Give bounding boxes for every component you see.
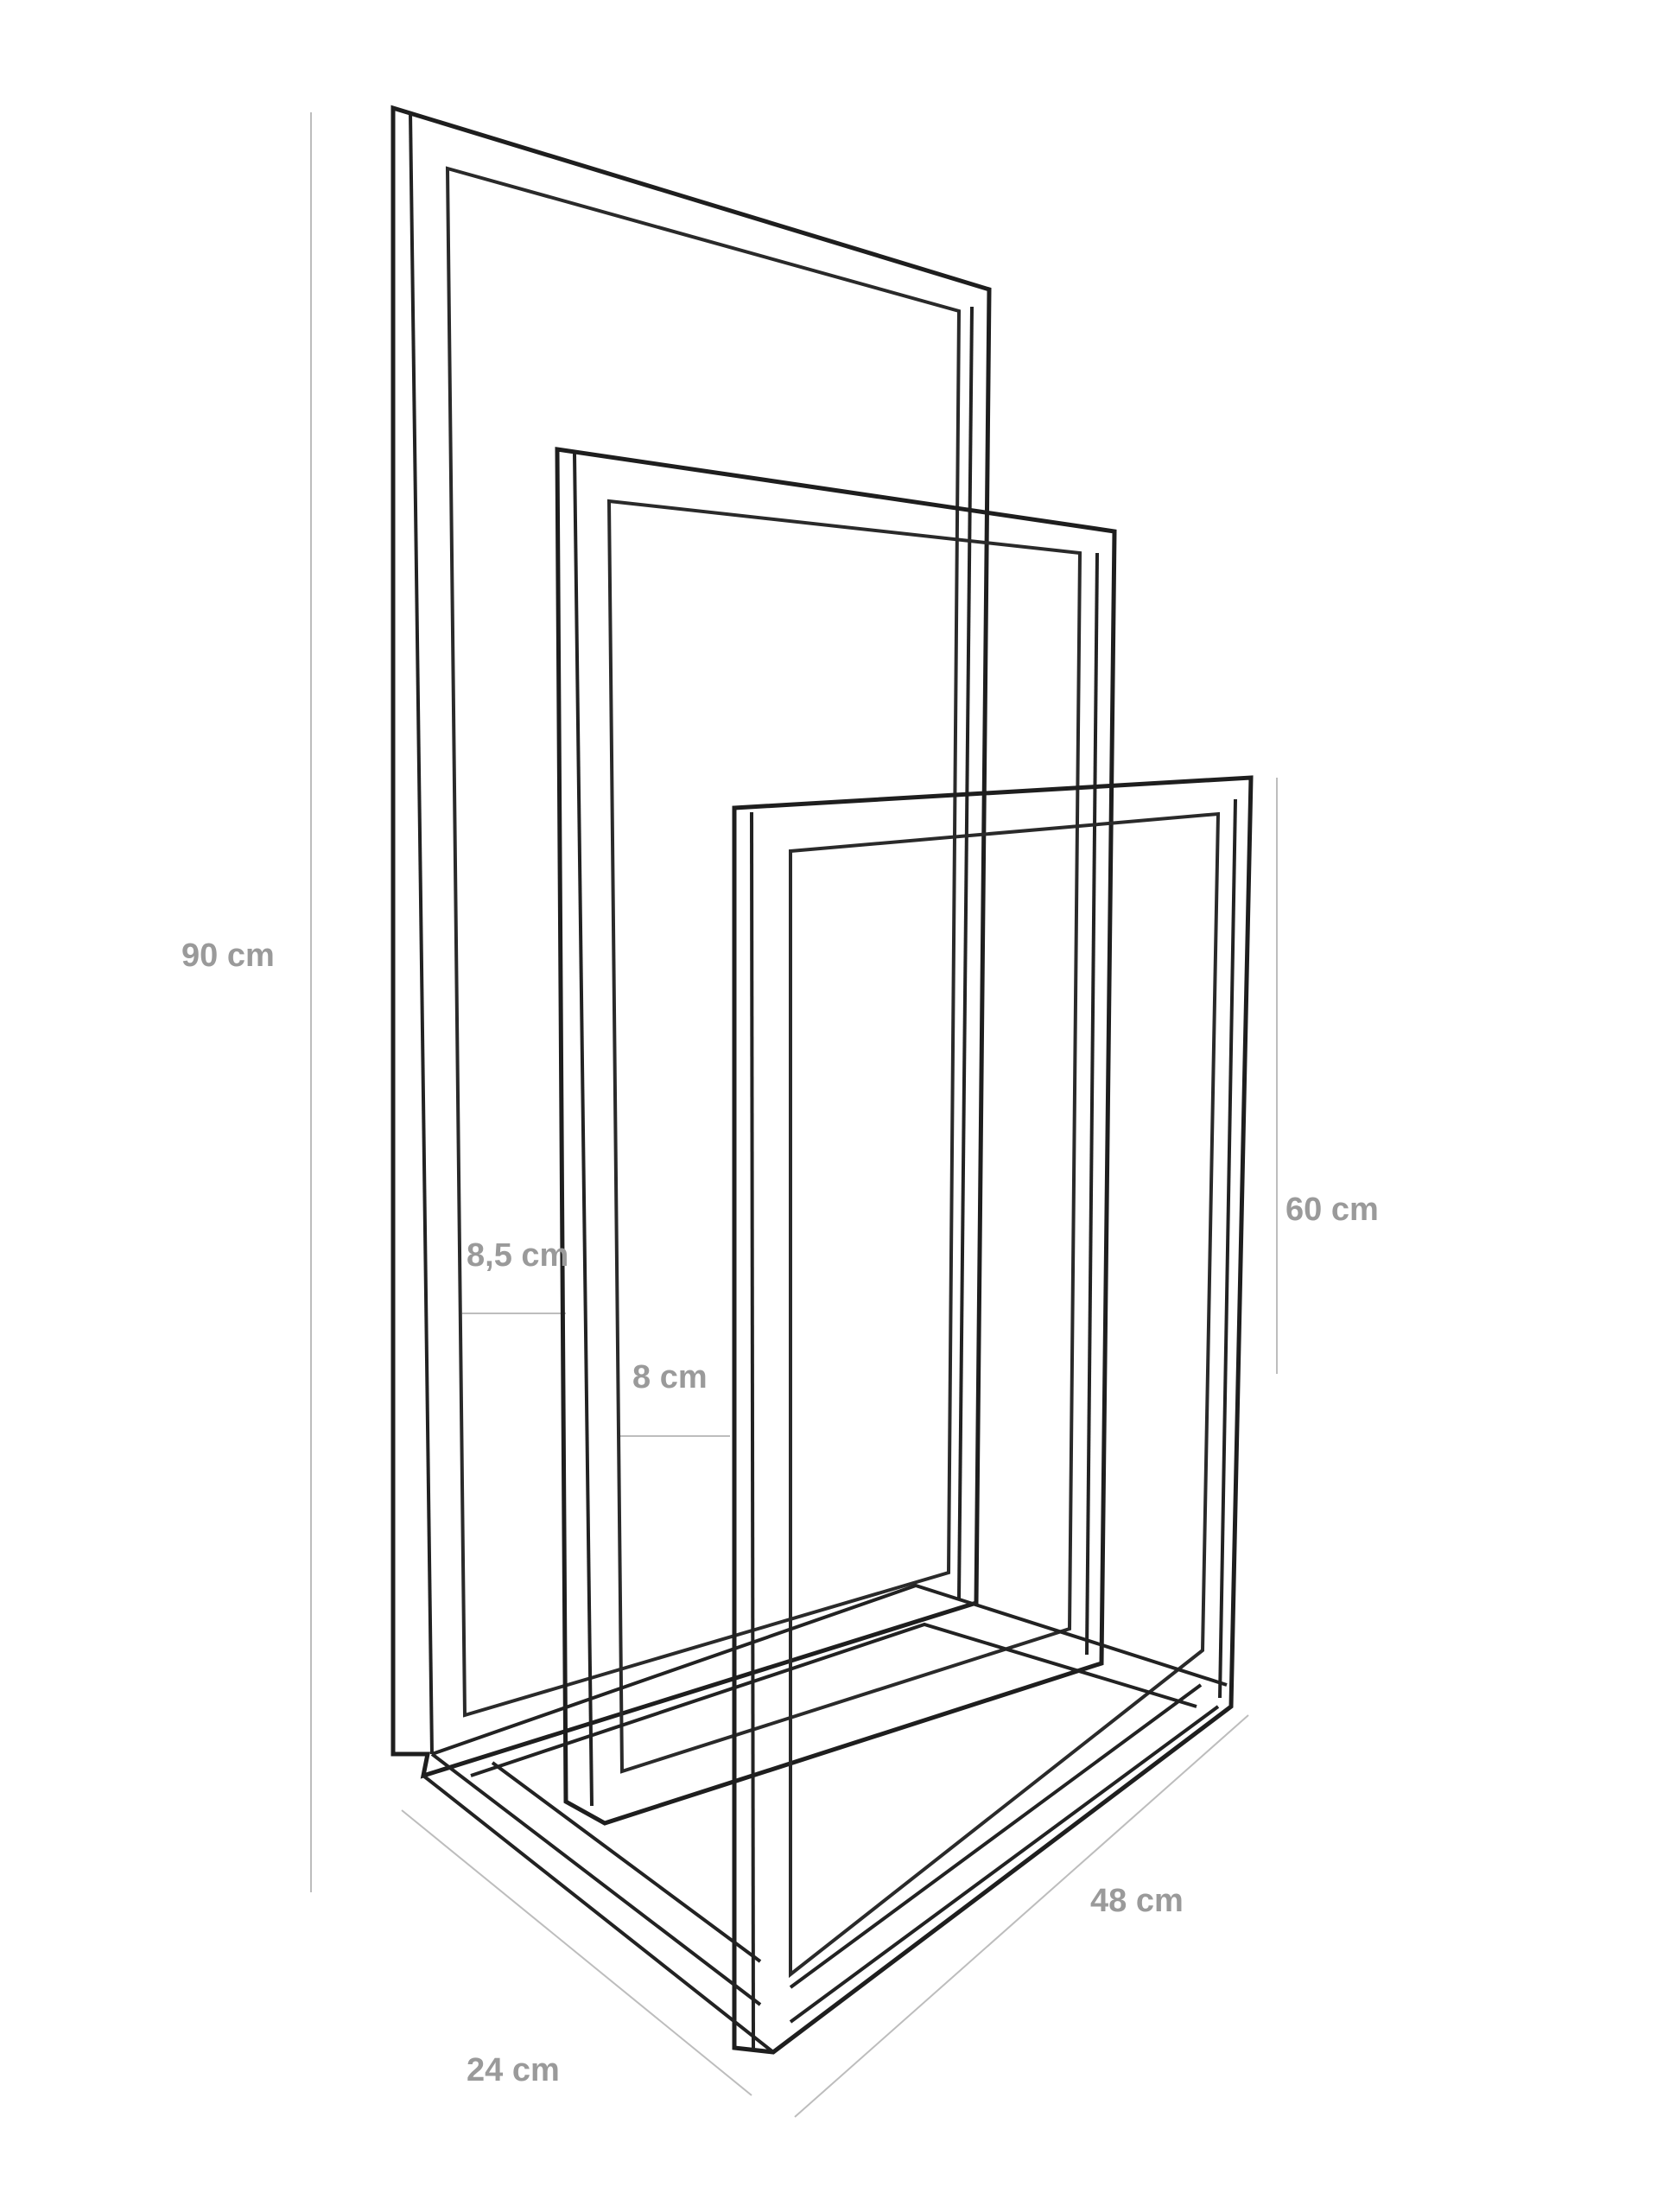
middle-frame-edge	[573, 453, 594, 1807]
base-frame	[422, 1583, 1228, 2054]
tall-frame-opening	[445, 166, 962, 1718]
tall-frame-outline	[390, 105, 992, 1779]
middle-frame-right-post	[1085, 552, 1099, 1656]
base-rail-front-inner	[789, 1683, 1203, 1989]
label-spacing-8: 8 cm	[632, 1359, 708, 1395]
width-48-guide	[794, 1714, 1249, 2118]
label-height-60: 60 cm	[1286, 1192, 1379, 1228]
tall-frame-right-post	[957, 306, 974, 1599]
dimension-lines	[310, 112, 1278, 2118]
middle-frame-opening	[606, 499, 1082, 1774]
base-rail-left	[430, 1752, 762, 2006]
dimension-labels: 90 cm 60 cm 8,5 cm 8 cm 48 cm 24 cm	[181, 938, 1379, 2088]
base-rail-left-inner	[491, 1761, 762, 1963]
middle-frame	[555, 447, 1117, 1826]
tall-frame	[390, 105, 992, 1779]
front-frame-outline	[732, 775, 1254, 2055]
front-frame-edge	[750, 811, 755, 2050]
base-rail-back	[431, 1583, 1228, 1756]
label-height-90: 90 cm	[181, 938, 275, 974]
base-rail-front	[789, 1705, 1220, 2024]
middle-frame-outline	[555, 447, 1117, 1826]
label-width-48: 48 cm	[1090, 1883, 1184, 1919]
base-foot-left	[422, 1774, 775, 2054]
depth-24-guide	[401, 1809, 752, 2096]
front-frame-right-post	[1218, 798, 1237, 1699]
base-rail-back-inner	[470, 1622, 1197, 1777]
front-frame-opening	[789, 811, 1221, 1979]
tall-frame-edge	[409, 111, 434, 1755]
label-spacing-85: 8,5 cm	[467, 1237, 568, 1274]
front-frame	[732, 775, 1254, 2055]
label-depth-24: 24 cm	[467, 2052, 560, 2088]
